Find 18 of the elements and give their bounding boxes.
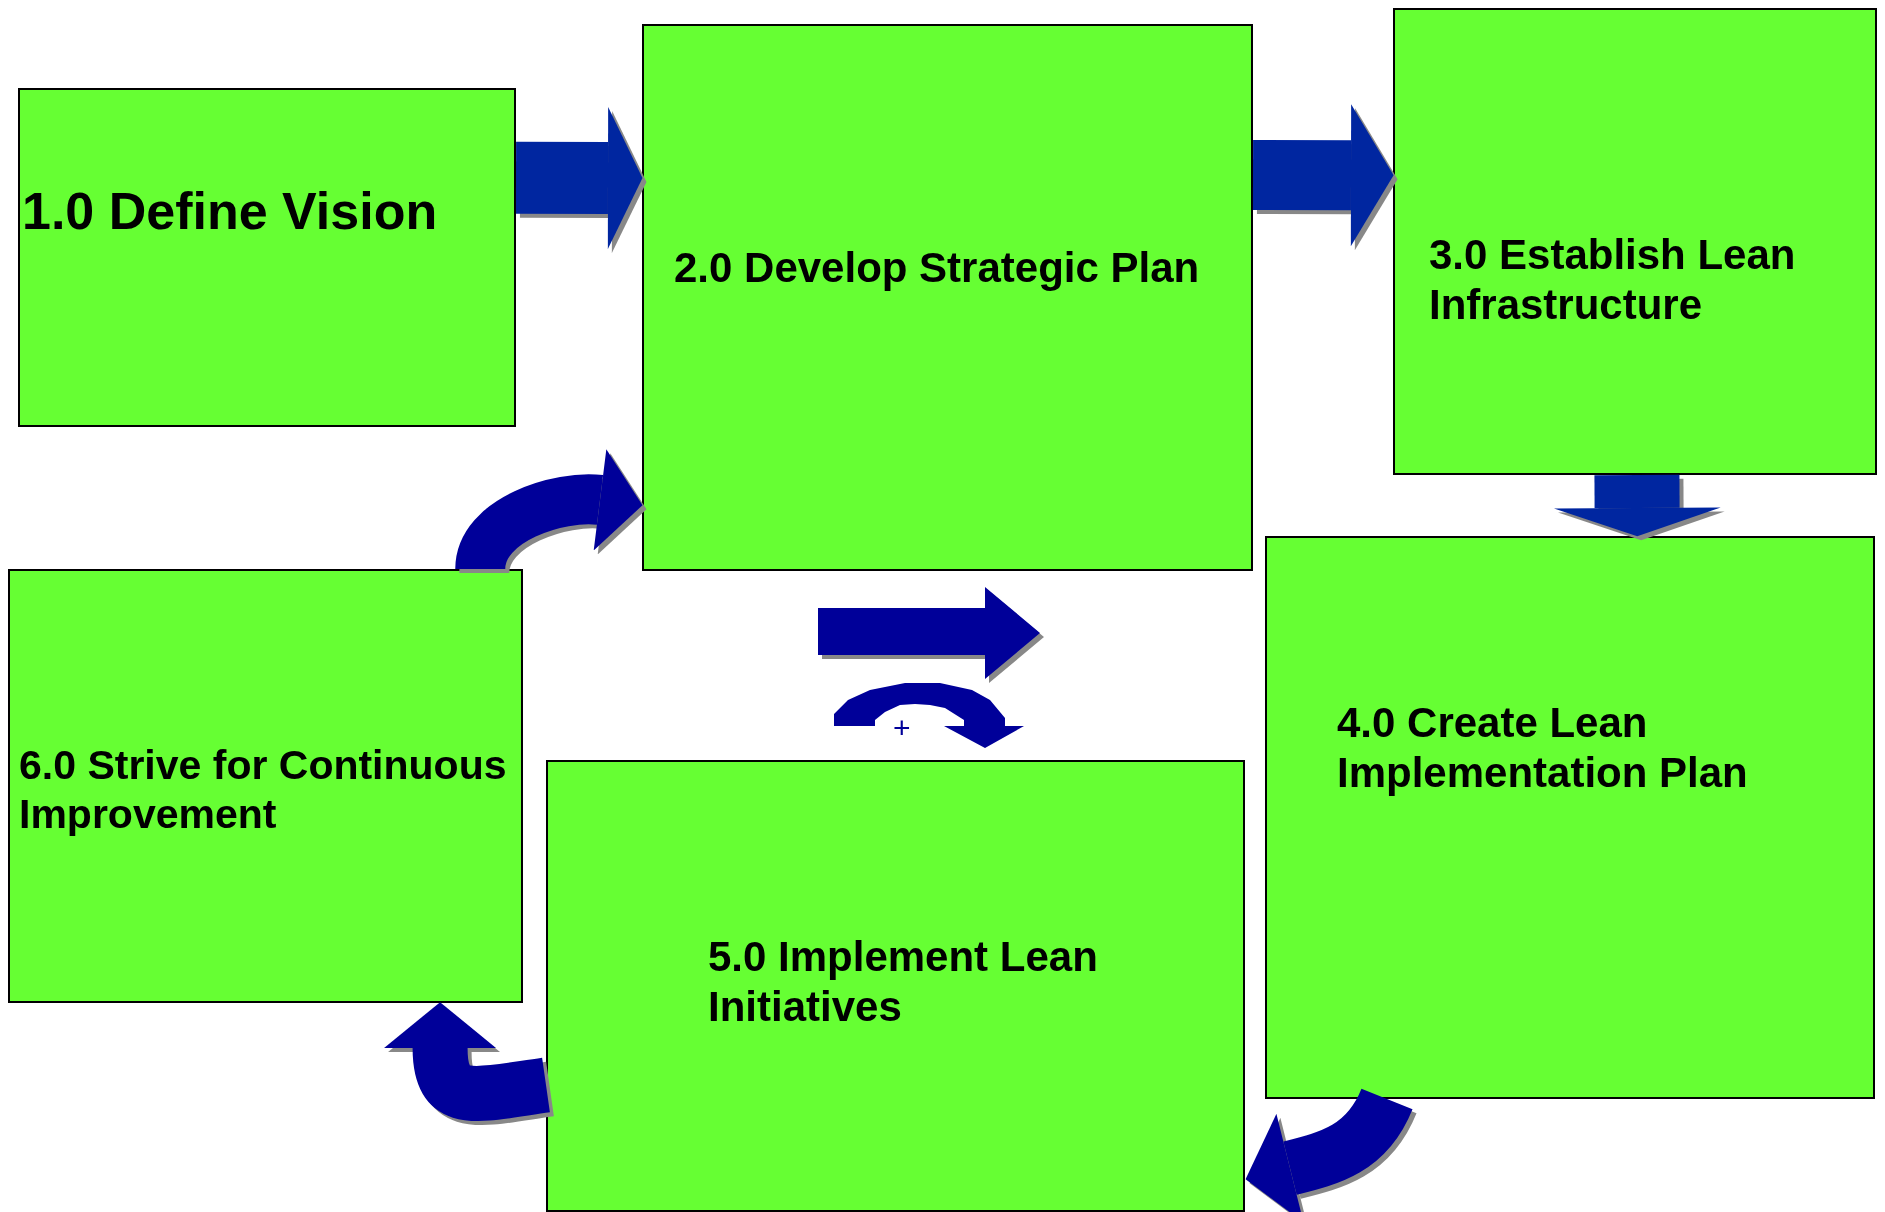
step-label: 4.0 Create Lean Implementation Plan [1337, 698, 1749, 799]
block-arrow [384, 1002, 551, 1121]
step-label: 3.0 Establish Lean Infrastructure [1429, 230, 1797, 331]
block-arrow [1553, 474, 1721, 537]
step-label: 2.0 Develop Strategic Plan [674, 243, 1201, 293]
step-label: 5.0 Implement Lean Initiatives [708, 932, 1099, 1033]
block-arrow [1252, 104, 1394, 247]
process-box [1265, 536, 1875, 1099]
block-arrow [516, 107, 643, 250]
block-arrow [1245, 1087, 1412, 1212]
step-label: 6.0 Strive for Continuous Improvement [19, 741, 508, 840]
process-box [8, 569, 523, 1003]
step-label: 1.0 Define Vision [22, 181, 439, 242]
plus-sign: + [893, 713, 911, 743]
process-box [642, 24, 1253, 571]
process-box [546, 760, 1245, 1212]
process-box [1393, 8, 1877, 475]
process-box [18, 88, 516, 427]
